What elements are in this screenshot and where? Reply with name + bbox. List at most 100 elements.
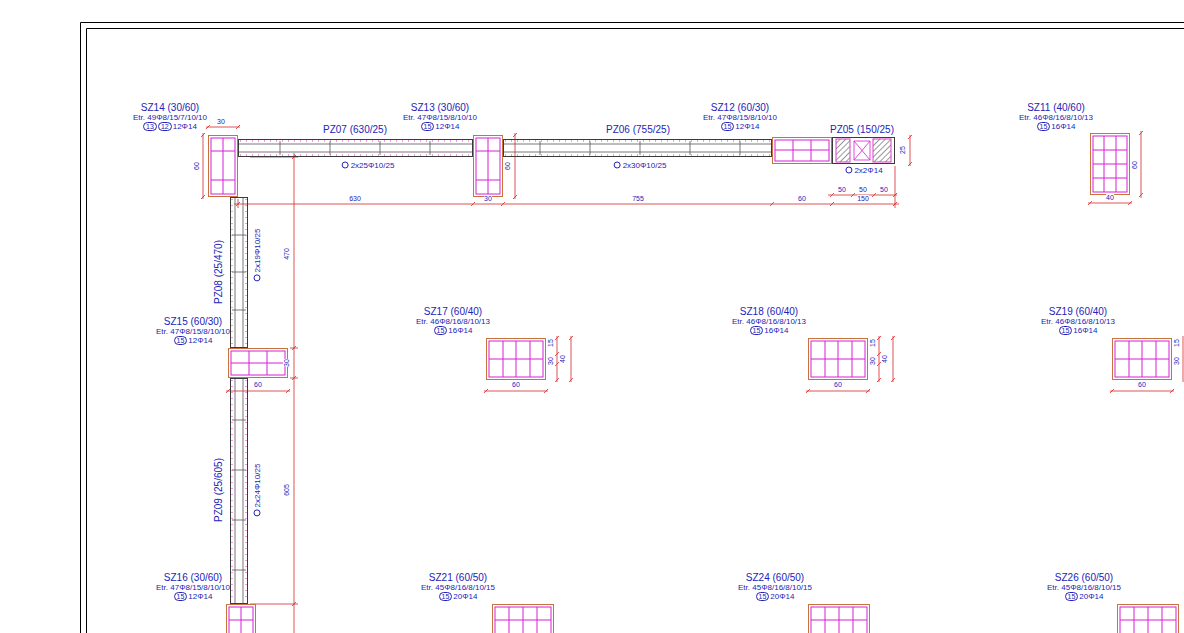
rebar-mark: [254, 274, 261, 281]
column-section: SZ15 (60/30)Etr. 47Φ8/15/8/10/101512Φ14: [228, 348, 288, 378]
annotation-row: 1516Φ14: [1041, 326, 1115, 336]
annotation-row: 1516Φ14: [1019, 122, 1093, 132]
callout-number: 13: [143, 122, 157, 131]
stirrup-spec: Etr. 45Φ8/16/8/10/15: [738, 583, 812, 592]
beam-label: PZ09 (25/605): [213, 458, 224, 522]
annotation-row: Etr. 46Φ8/16/8/10/13: [416, 317, 490, 326]
annotation-row: 1520Φ14: [1047, 592, 1121, 602]
beam-label: PZ06 (755/25): [606, 124, 670, 135]
rebar-annotation: 2x19Φ10/25: [253, 229, 262, 282]
column-section: SZ17 (60/40)Etr. 46Φ8/16/8/10/131516Φ14: [486, 338, 546, 380]
annotation-row: 1512Φ14: [703, 122, 777, 132]
dimension-value: 60: [1131, 161, 1139, 169]
column-section: SZ12 (60/30)Etr. 47Φ8/15/8/10/101512Φ14: [772, 137, 832, 164]
sheet-frame: [81, 23, 1184, 633]
rebar-spec: 20Φ14: [770, 592, 794, 601]
stirrup-spec: Etr. 46Φ8/16/8/10/13: [1041, 317, 1115, 326]
dimension-value: 50: [838, 186, 846, 194]
stirrup-spec: Etr. 47Φ8/15/8/10/10: [156, 583, 230, 592]
annotation-row: SZ12 (60/30): [703, 103, 777, 113]
beam-annotation: PZ06 (755/25): [606, 124, 670, 135]
dimension-value: 30: [283, 359, 291, 367]
column-stirrup: [489, 341, 543, 377]
stirrup-spec: Etr. 47Φ8/15/8/10/10: [703, 113, 777, 122]
callout-number: 15: [174, 336, 188, 345]
beam-rebar: [232, 141, 772, 604]
stirrup-spec: Etr. 46Φ8/16/8/10/13: [416, 317, 490, 326]
column-section: SZ24 (60/50)Etr. 45Φ8/16/8/10/151520Φ14: [808, 604, 870, 633]
column-section: SZ21 (60/50)Etr. 45Φ8/16/8/10/151520Φ14: [492, 604, 554, 633]
annotation-row: Etr. 47Φ8/15/8/10/10: [703, 113, 777, 122]
annotation-row: Etr. 46Φ8/16/8/10/13: [1019, 113, 1093, 122]
annotation-row: 1512Φ14: [156, 592, 230, 602]
column-annotation: SZ26 (60/50)Etr. 45Φ8/16/8/10/151520Φ14: [1047, 573, 1121, 602]
dimension-lines: [201, 125, 1183, 633]
beam-section: PZ08 (25/470)2x19Φ10/25: [230, 197, 248, 348]
annotation-row: SZ26 (60/50): [1047, 573, 1121, 583]
stirrup-spec: Etr. 46Φ8/16/8/10/13: [732, 317, 806, 326]
rebar-spec: 16Φ14: [448, 326, 472, 335]
column-label: SZ26 (60/50): [1055, 572, 1113, 583]
beam-section: PZ06 (755/25)2x30Φ10/25: [503, 139, 772, 157]
column-bars: [775, 140, 829, 161]
annotation-row: 131212Φ14: [133, 122, 207, 132]
column-label: SZ12 (60/30): [711, 102, 769, 113]
dimension-value: 40: [559, 355, 567, 363]
column-section: SZ19 (60/40)Etr. 46Φ8/16/8/10/131516Φ14: [1112, 338, 1172, 380]
callout-number: 15: [1037, 122, 1051, 131]
column-section: SZ14 (30/60)Etr. 49Φ8/15/7/10/10131212Φ1…: [208, 135, 238, 197]
column-annotation: SZ11 (40/60)Etr. 46Φ8/16/8/10/131516Φ14: [1019, 103, 1093, 132]
column-section: SZ26 (60/50)Etr. 45Φ8/16/8/10/151520Φ14: [1117, 604, 1179, 633]
column-stirrup: [476, 138, 500, 194]
column-annotation: SZ15 (60/30)Etr. 47Φ8/15/8/10/101512Φ14: [156, 317, 230, 346]
callout-number: 15: [1059, 326, 1073, 335]
beam-stirrup-dots: [232, 141, 770, 602]
beam-section: PZ05 (150/25)2x2Φ14: [832, 137, 895, 164]
dimension-value: 50: [859, 186, 867, 194]
column-annotation: SZ17 (60/40)Etr. 46Φ8/16/8/10/131516Φ14: [416, 307, 490, 336]
column-label: SZ24 (60/50): [746, 572, 804, 583]
annotation-row: Etr. 45Φ8/16/8/10/15: [421, 583, 495, 592]
column-annotation: SZ24 (60/50)Etr. 45Φ8/16/8/10/151520Φ14: [738, 573, 812, 602]
rebar-spec: 12Φ14: [188, 336, 212, 345]
annotation-row: Etr. 46Φ8/16/8/10/13: [732, 317, 806, 326]
column-stirrup: [811, 341, 865, 377]
column-rebar: [211, 136, 1176, 633]
column-bars: [231, 351, 285, 375]
callout-number: 12: [158, 122, 172, 131]
rebar-annotation: 2x2Φ14: [845, 166, 882, 175]
rebar-mark: [845, 167, 852, 174]
annotation-row: SZ18 (60/40): [732, 307, 806, 317]
column-label: SZ13 (30/60): [411, 102, 469, 113]
annotation-row: 1516Φ14: [732, 326, 806, 336]
dimension-value: 40: [881, 355, 889, 363]
callout-number: 15: [174, 592, 188, 601]
rebar-spec: 20Φ14: [453, 592, 477, 601]
callout-number: 15: [434, 326, 448, 335]
rebar-mark: [342, 162, 349, 169]
hatched-support: [873, 139, 891, 162]
column-bars: [495, 607, 551, 633]
column-annotation: SZ12 (60/30)Etr. 47Φ8/15/8/10/101512Φ14: [703, 103, 777, 132]
beam-annotation: PZ08 (25/470): [213, 240, 224, 304]
annotation-row: SZ19 (60/40): [1041, 307, 1115, 317]
hatched-support: [836, 139, 850, 162]
beam-label: PZ07 (630/25): [323, 124, 387, 135]
column-annotation: SZ18 (60/40)Etr. 46Φ8/16/8/10/131516Φ14: [732, 307, 806, 336]
annotation-row: Etr. 47Φ8/15/8/10/10: [403, 113, 477, 122]
rebar-spec: 20Φ14: [1079, 592, 1103, 601]
annotation-row: Etr. 47Φ8/15/8/10/10: [156, 583, 230, 592]
callout-number: 15: [756, 592, 770, 601]
annotation-row: 1516Φ14: [416, 326, 490, 336]
annotation-row: SZ13 (30/60): [403, 103, 477, 113]
column-stirrup: [811, 607, 867, 633]
dimension-value: 60: [193, 162, 201, 170]
rebar-cross: [854, 141, 870, 160]
column-label: SZ21 (60/50): [429, 572, 487, 583]
dimension-value: 40: [1106, 194, 1114, 202]
stirrup-spec: Etr. 45Φ8/16/8/10/15: [1047, 583, 1121, 592]
beam-section: PZ09 (25/605)2x24Φ10/25: [230, 378, 248, 604]
annotation-row: 1512Φ14: [403, 122, 477, 132]
callout-number: 15: [750, 326, 764, 335]
